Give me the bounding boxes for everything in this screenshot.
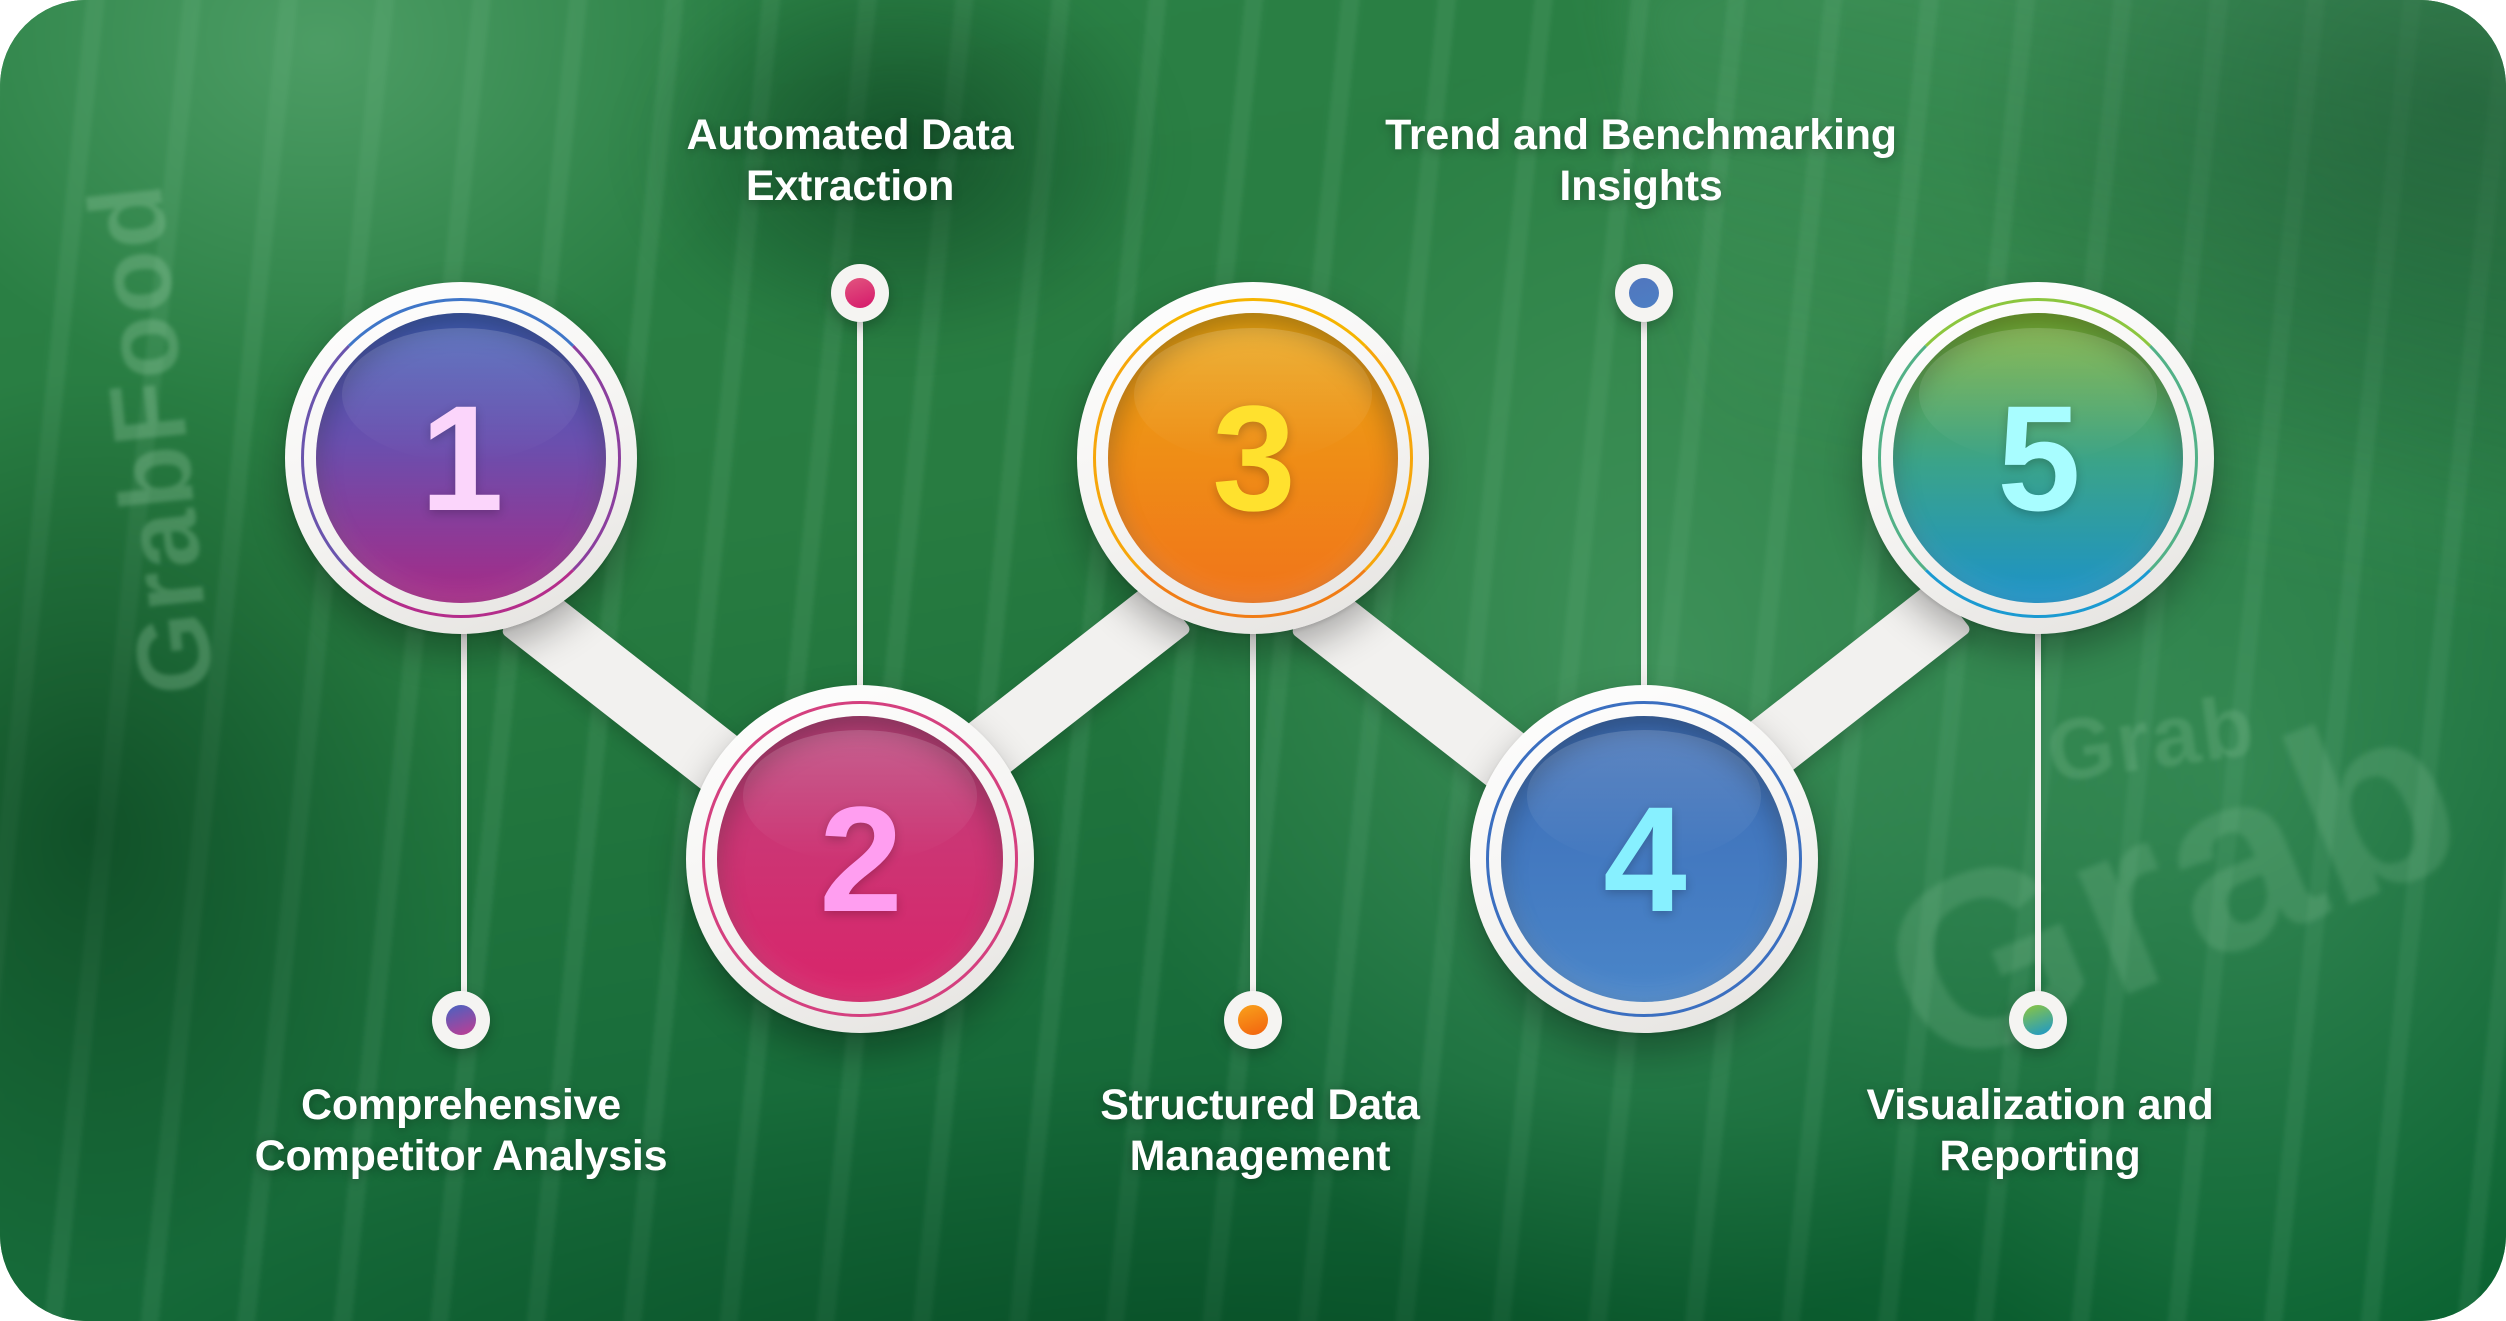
step-1-hairline: [301, 298, 621, 618]
bullet-core-step-2: [845, 278, 875, 308]
bullet-step-5[interactable]: [2009, 991, 2067, 1049]
caption-step-2: Automated Data Extraction: [686, 111, 1014, 210]
leader-line-step-1: [461, 620, 467, 1020]
step-1-number: 1: [420, 374, 503, 542]
step-5-hairline: [1878, 298, 2198, 618]
step-3-number: 3: [1212, 374, 1295, 542]
bullet-core-step-1: [446, 1005, 476, 1035]
step-circle-3[interactable]: 3: [1077, 282, 1429, 634]
bullet-core-step-4: [1629, 278, 1659, 308]
caption-step-4: Trend and Benchmarking Insights: [1385, 111, 1897, 210]
step-2-ring: 2: [686, 685, 1034, 1033]
leader-line-step-5: [2035, 620, 2041, 1020]
step-2-disc: 2: [717, 716, 1003, 1002]
step-5-ring: 5: [1862, 282, 2214, 634]
step-2-hairline: [702, 701, 1018, 1017]
step-1-disc: 1: [316, 313, 606, 603]
step-5-disc: 5: [1893, 313, 2183, 603]
step-circle-5[interactable]: 5: [1862, 282, 2214, 634]
step-circle-4[interactable]: 4: [1470, 685, 1818, 1033]
leader-line-step-3: [1250, 620, 1256, 1020]
step-5-number: 5: [1997, 374, 2080, 542]
bullet-step-4[interactable]: [1615, 264, 1673, 322]
bullet-core-step-3: [1238, 1005, 1268, 1035]
step-3-disc: 3: [1108, 313, 1398, 603]
step-circle-1[interactable]: 1: [285, 282, 637, 634]
bullet-core-step-5: [2023, 1005, 2053, 1035]
step-1-ring: 1: [285, 282, 637, 634]
step-3-hairline: [1093, 298, 1413, 618]
bullet-step-1[interactable]: [432, 991, 490, 1049]
step-4-ring: 4: [1470, 685, 1818, 1033]
bullet-step-3[interactable]: [1224, 991, 1282, 1049]
leader-line-step-2: [857, 320, 863, 710]
bullet-step-2[interactable]: [831, 264, 889, 322]
caption-step-1: Comprehensive Competitor Analysis: [254, 1081, 668, 1180]
step-4-hairline: [1486, 701, 1802, 1017]
caption-step-5: Visualization and Reporting: [1866, 1081, 2214, 1180]
hood-shadow: [620, 0, 1180, 360]
step-2-number: 2: [819, 775, 902, 943]
leader-line-step-4: [1641, 320, 1647, 710]
caption-step-3: Structured Data Management: [1100, 1081, 1420, 1180]
step-4-disc: 4: [1501, 716, 1787, 1002]
step-4-number: 4: [1603, 775, 1686, 943]
step-circle-2[interactable]: 2: [686, 685, 1034, 1033]
step-3-ring: 3: [1077, 282, 1429, 634]
